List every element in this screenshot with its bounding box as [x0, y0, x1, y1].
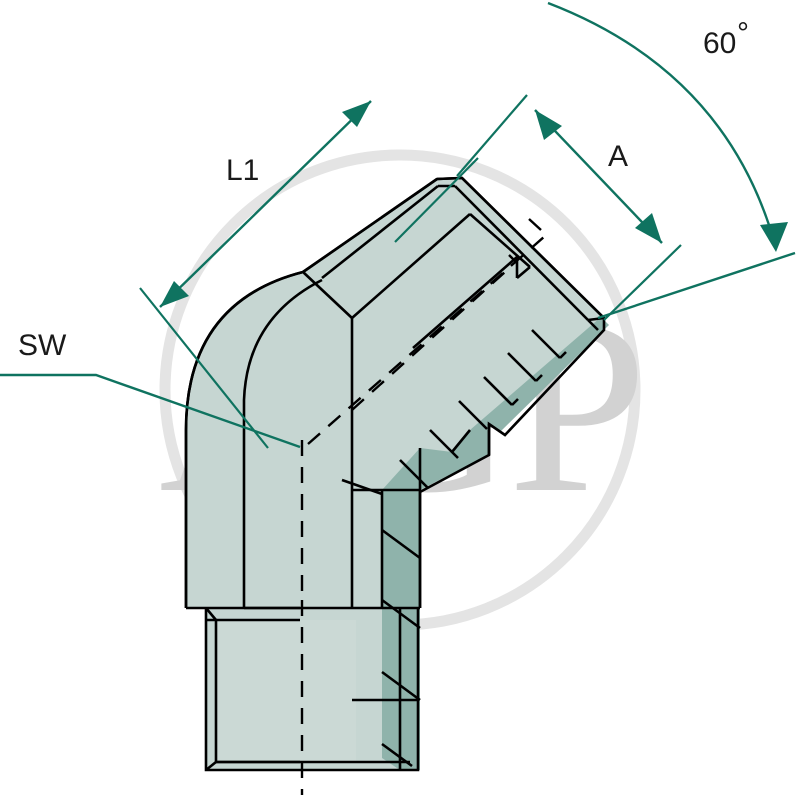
a-dimension-line	[534, 109, 663, 244]
barb-hatch-1	[531, 329, 561, 359]
l1-label: L1	[226, 154, 259, 187]
hidden-dashed-lines	[300, 235, 546, 795]
outline-tip-inner-edge	[454, 185, 589, 321]
outline-collar-edge-1	[351, 213, 471, 319]
a-arrow-lower	[635, 213, 662, 243]
outline-collar-step-cap	[516, 266, 531, 279]
outline-tip-corner	[587, 319, 599, 331]
l1-extension-lower	[139, 287, 269, 449]
angle-value-label: 60	[703, 27, 736, 60]
barb-hatch-3	[483, 376, 513, 406]
l1-arrow-lower	[160, 281, 189, 307]
barb-hatch-5	[429, 429, 459, 459]
dimension-a: A	[456, 94, 682, 321]
barb-notch-1	[559, 351, 567, 359]
barb-hatch-4	[458, 400, 488, 430]
barb-hatch-6	[399, 459, 429, 489]
outline-stud-box	[204, 608, 420, 772]
outline-arm-top-outer	[302, 177, 438, 274]
outline-tip-bottom-cap	[587, 316, 605, 322]
barb-hatch-2	[507, 352, 537, 382]
hidden-bore-lower	[351, 271, 506, 411]
part-geometry	[184, 176, 609, 795]
angle-arc-arrow	[760, 222, 788, 252]
degree-symbol-label: °	[737, 17, 749, 50]
a-label: A	[608, 140, 628, 173]
a-extension-lower	[603, 244, 682, 321]
sw-leader-line	[0, 373, 301, 449]
hidden-tick-2	[508, 254, 518, 264]
angle-ray-horizontal	[597, 251, 796, 320]
outline-hex-inner-curve	[242, 278, 323, 608]
outline-arm-left-cap	[302, 271, 353, 319]
l1-arrow-upper	[342, 101, 371, 127]
a-extension-upper	[456, 94, 528, 177]
dimension-annotations: L1 A SW 60 °	[0, 1, 796, 449]
barb-step-1	[450, 429, 472, 453]
outline-hex-left-curve	[184, 270, 304, 431]
sw-label: SW	[18, 329, 67, 362]
outline-collar-edge-2	[412, 256, 518, 349]
hidden-tick-1	[528, 218, 542, 231]
outline-elbow-fillet	[341, 478, 383, 496]
barb-notch-2	[535, 374, 543, 382]
outline-stud-corner-tl	[205, 607, 217, 621]
outline-stud-corner-bl	[205, 760, 217, 772]
barb-notch-3	[511, 398, 519, 406]
l1-dimension-line	[159, 100, 372, 308]
dimension-sw: SW	[0, 329, 301, 449]
stud-hatch-1	[381, 528, 421, 560]
dimension-angle-60: 60 °	[547, 1, 796, 320]
hidden-short-ticks	[508, 218, 542, 264]
dimension-l1: L1	[139, 100, 479, 449]
bottom-stud-front-face	[216, 620, 400, 762]
elbow-main-fill	[186, 179, 603, 608]
angle-arc	[547, 1, 778, 249]
outline-arm-top-inner	[321, 184, 439, 280]
a-arrow-upper	[535, 110, 562, 140]
l1-extension-upper	[394, 157, 479, 243]
